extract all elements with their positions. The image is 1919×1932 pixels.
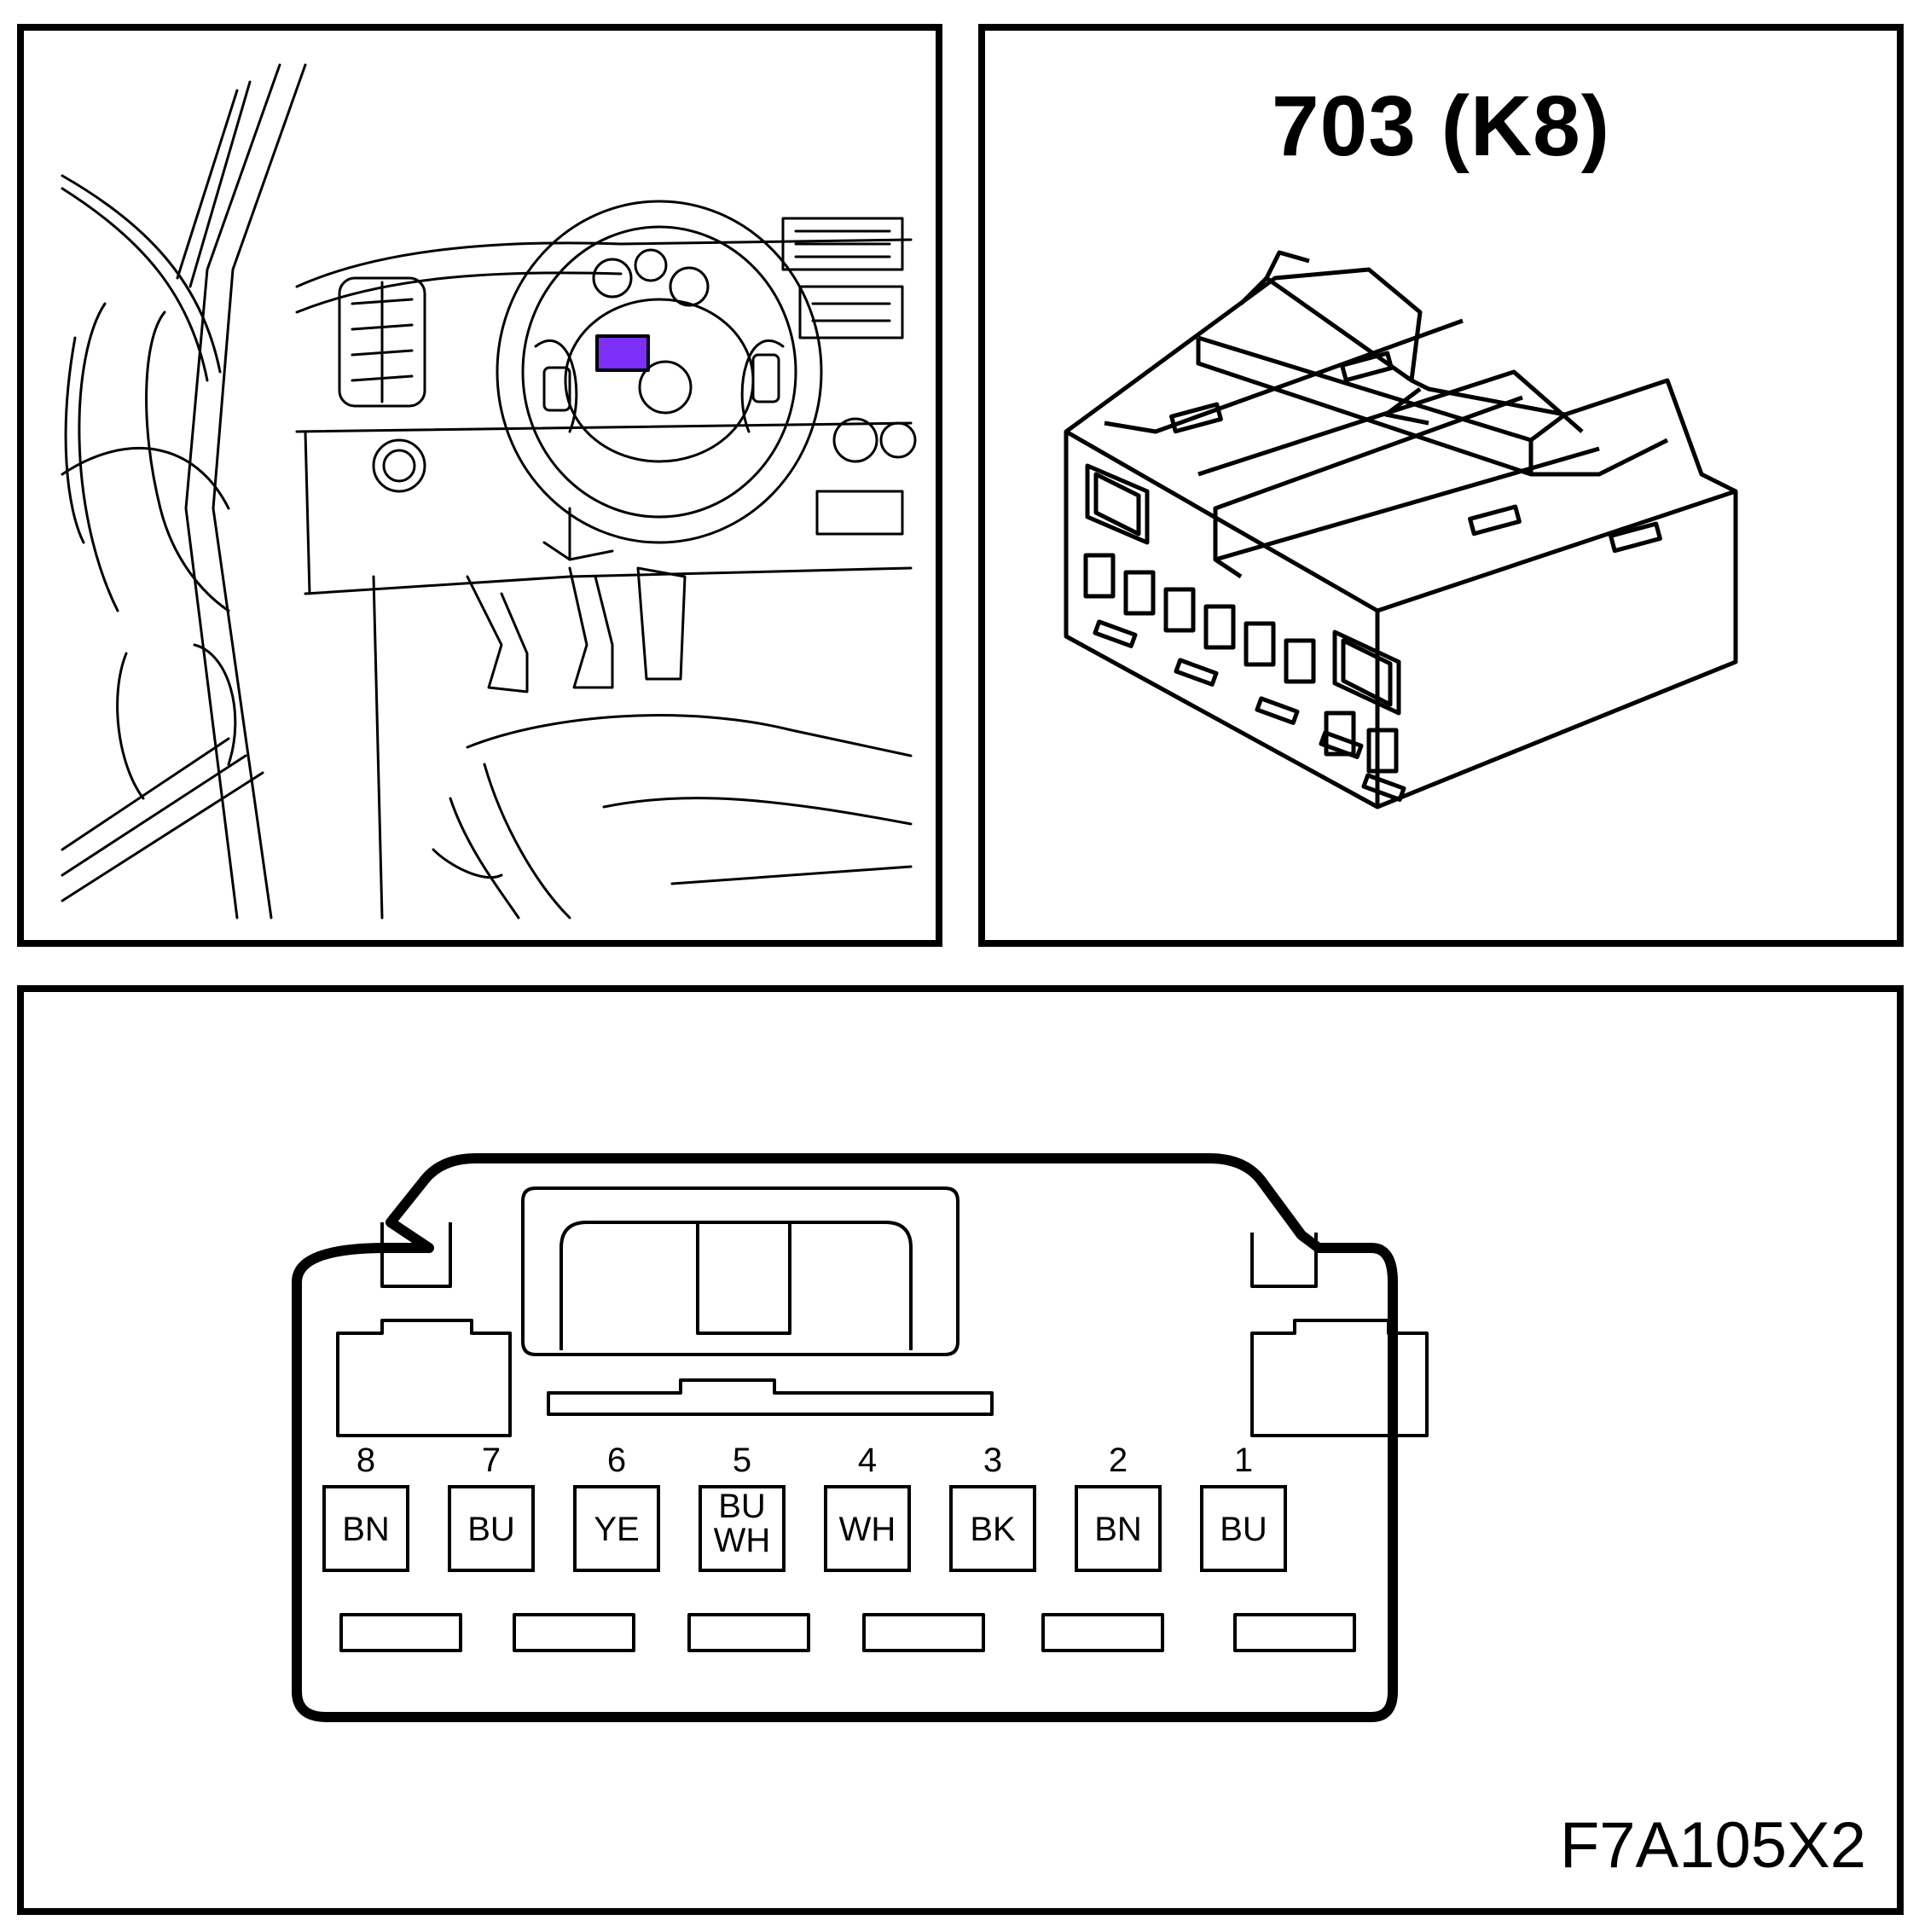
pin-box [1075, 1485, 1162, 1572]
pin-wire-color: BN [1094, 1511, 1142, 1548]
pin-box [448, 1485, 535, 1572]
pin-number: 5 [733, 1442, 751, 1479]
pin-wire-color: YE [594, 1511, 639, 1548]
pin-number: 1 [1234, 1442, 1253, 1479]
pin-number: 7 [482, 1442, 501, 1479]
pin-wire-color: BU [467, 1511, 515, 1548]
pin-number: 3 [983, 1442, 1002, 1479]
connector-panel: 703 (K8) [978, 24, 1904, 947]
interior-illustration [61, 63, 917, 920]
pin-3: 3BK [949, 1442, 1036, 1572]
pin-box [699, 1485, 786, 1572]
pin-8: 8BN [322, 1442, 409, 1572]
pin-number: 6 [607, 1442, 626, 1479]
bottom-slots [339, 1613, 1356, 1652]
pin-wire-color: BU [1220, 1511, 1267, 1548]
connector-housing-outline [292, 1153, 1398, 1722]
pin-6: 6YE [573, 1442, 660, 1572]
pin-wire-color: BN [342, 1511, 390, 1548]
connector-3d-drawing [1064, 250, 1738, 809]
pin-number: 4 [858, 1442, 877, 1479]
pin-box [573, 1485, 660, 1572]
pin-box [824, 1485, 911, 1572]
figure-code: F7A105X2 [1559, 1809, 1866, 1882]
pin-7: 7BU [448, 1442, 535, 1572]
pin-number: 8 [357, 1442, 375, 1479]
pin-box [1200, 1485, 1287, 1572]
location-panel [17, 24, 942, 947]
pin-wire-color: BK [970, 1511, 1016, 1548]
pin-box [322, 1485, 409, 1572]
pin-box [949, 1485, 1036, 1572]
connector-title: 703 (K8) [1271, 78, 1611, 174]
pin-4: 4WH [824, 1442, 911, 1572]
pin-number: 2 [1109, 1442, 1128, 1479]
pin-2: 2BN [1075, 1442, 1162, 1572]
connector-location-marker [595, 334, 650, 372]
pin-1: 1BU [1200, 1442, 1287, 1572]
pin-wire-color: WH [839, 1511, 896, 1548]
